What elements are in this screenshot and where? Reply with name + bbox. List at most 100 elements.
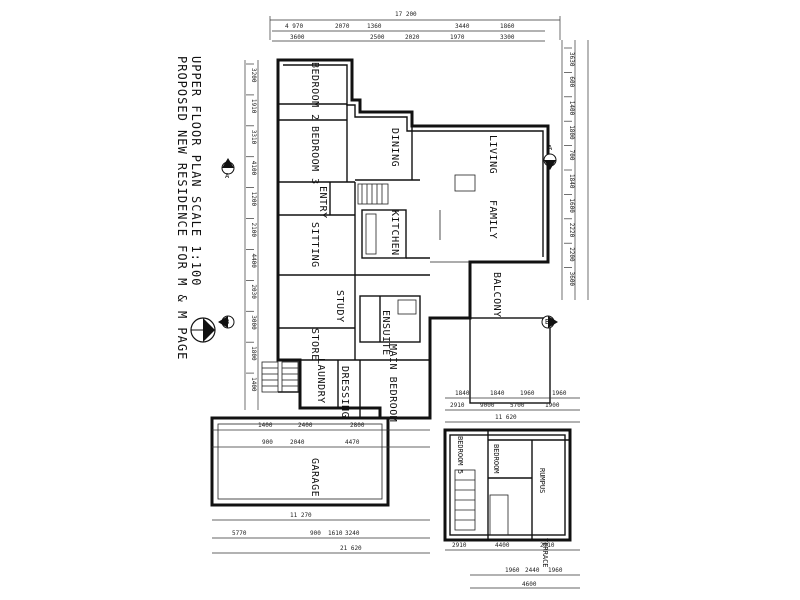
room-study: STUDY <box>334 290 345 323</box>
room-family: FAMILY <box>487 200 498 239</box>
dim-bottom-row1-0: 11 270 <box>290 512 312 519</box>
dim-bottom-row2-3: 3240 <box>345 530 360 537</box>
section-label-b-right: B <box>545 318 549 326</box>
room-dressing: DRESSING <box>339 366 350 418</box>
dim-left-label: 1400 <box>250 377 257 392</box>
room-terrace: TERRACE <box>541 538 549 568</box>
dim-left-label: 1910 <box>250 99 257 114</box>
section-label-a-bottom: A <box>548 144 553 152</box>
dim-right-label: 3600 <box>568 272 575 287</box>
dim-left-label: 4100 <box>250 161 257 176</box>
dim-garage-row1-1: 2400 <box>298 422 313 429</box>
right-dimensions: 3630 600 1400 1800 700 1840 1600 2220 2200 3600 <box>561 40 589 300</box>
dim-top-row1-3: 3440 <box>455 23 470 30</box>
section-marker-a-bottom: A <box>543 144 557 170</box>
room-bedroom-3: BEDROOM 3 <box>309 126 320 185</box>
room-bedroom-2: BEDROOM 2 <box>309 62 320 121</box>
north-arrow-icon <box>190 317 216 343</box>
room-main-bedroom: MAIN BEDROOM <box>387 344 398 422</box>
dim-top-row1-0: 4 970 <box>285 23 303 30</box>
dim-bottom-row2-2: 1610 <box>328 530 343 537</box>
dim-top-row2-3: 1970 <box>450 34 465 41</box>
dim-bottom-row2-1: 900 <box>310 530 321 537</box>
top-dimensions: 17 200 4 970 2070 1360 3440 1860 3600 25… <box>269 11 561 42</box>
dim-top-row2-4: 3300 <box>500 34 515 41</box>
dim-annex-bottom2-2: 1960 <box>548 567 563 574</box>
dim-garage-row1-2: 2800 <box>350 422 365 429</box>
dim-annex-row2-3: 1900 <box>545 402 560 409</box>
section-label-a-top: A <box>225 172 230 180</box>
drawing-title: UPPER FLOOR PLAN <box>189 56 203 188</box>
dim-annex-bottom2-1: 2440 <box>525 567 540 574</box>
annex-dimensions: 1840 1840 1960 1960 2910 9000 5700 1900 … <box>445 390 580 589</box>
dim-right-label: 1840 <box>568 174 575 189</box>
room-bedroom-4: BEDROOM <box>492 444 500 474</box>
room-ensuite: ENSUITE <box>380 310 391 356</box>
dim-annex-top-0: 1840 <box>455 390 470 397</box>
dim-top-row2-2: 2020 <box>405 34 420 41</box>
dim-left-label: 2100 <box>250 223 257 238</box>
dim-right-label: 2200 <box>568 247 575 262</box>
dim-annex-row2-1: 9000 <box>480 402 495 409</box>
room-laundry: LAUNDRY <box>315 358 326 404</box>
dim-garage-row2-1: 2040 <box>290 439 305 446</box>
dim-bottom-row2-0: 5770 <box>232 530 247 537</box>
dim-left-label: 3310 <box>250 130 257 145</box>
dim-annex-top-2: 1960 <box>520 390 535 397</box>
dim-right-label: 3630 <box>568 52 575 67</box>
room-sitting: SITTING <box>309 222 320 268</box>
balcony-outline <box>469 317 551 404</box>
dim-annex-bottom2-0: 1960 <box>505 567 520 574</box>
dim-garage-row2-2: 4470 <box>345 439 360 446</box>
dim-top-row2-0: 3600 <box>290 34 305 41</box>
dim-top-total: 17 200 <box>395 11 417 18</box>
section-marker-b-right: B <box>541 315 558 329</box>
room-bedroom-5: BEDROOM 5 <box>456 436 464 474</box>
room-entry: ENTRY <box>317 186 328 219</box>
room-living: LIVING <box>487 135 498 174</box>
dim-top-row1-1: 2070 <box>335 23 350 30</box>
dim-left-label: 3000 <box>250 315 257 330</box>
room-kitchen: KITCHEN <box>389 210 400 256</box>
bottom-dimensions: 11 270 5770 900 1610 3240 21 620 <box>212 512 430 554</box>
section-marker-a-top: A <box>221 158 235 180</box>
dim-left-label: 1800 <box>250 346 257 361</box>
left-dimensions: 3200191033104100120021004400203030001800… <box>244 60 259 410</box>
dim-annex-top-1: 1840 <box>490 390 505 397</box>
dim-right-label: 600 <box>568 76 575 87</box>
dim-right-label: 1600 <box>568 198 575 213</box>
drawing-scale: SCALE 1:100 <box>189 196 203 286</box>
dim-garage-row1-0: 1400 <box>258 422 273 429</box>
project-title: PROPOSED NEW RESIDENCE FOR M & M PAGE <box>175 56 189 360</box>
main-house-walls <box>276 58 550 420</box>
room-balcony: BALCONY <box>491 272 502 318</box>
dim-left-label: 3200 <box>250 68 257 83</box>
dim-annex-top-3: 1960 <box>552 390 567 397</box>
dim-left-label: 4400 <box>250 253 257 268</box>
stair-runs <box>261 361 299 393</box>
room-store: STORE <box>309 328 320 361</box>
dim-right-label: 2220 <box>568 223 575 238</box>
dim-annex-bottom-total: 4600 <box>522 581 537 588</box>
dim-annex-bottom-1: 4400 <box>495 542 510 549</box>
dim-top-row1-4: 1860 <box>500 23 515 30</box>
dim-annex-row2-0: 2910 <box>450 402 465 409</box>
garage-dimensions: 1400 2400 2800 900 2040 4470 <box>212 422 430 448</box>
dim-annex-row2-2: 5700 <box>510 402 525 409</box>
dim-right-label: 1800 <box>568 125 575 140</box>
annex-walls <box>443 428 572 542</box>
dim-top-row2-1: 2500 <box>370 34 385 41</box>
title-block: PROPOSED NEW RESIDENCE FOR M & M PAGE UP… <box>175 56 203 360</box>
dim-right-label: 700 <box>568 150 575 161</box>
dim-left-label: 1200 <box>250 192 257 207</box>
section-label-b-left: B <box>225 318 229 326</box>
dim-top-row1-2: 1360 <box>367 23 382 30</box>
dim-garage-row2-0: 900 <box>262 439 273 446</box>
section-marker-b-left: B <box>218 315 235 329</box>
dim-annex-bottom-0: 2910 <box>452 542 467 549</box>
dim-right-label: 1400 <box>568 101 575 116</box>
dim-annex-total: 11 620 <box>495 414 517 421</box>
room-dining: DINING <box>389 128 400 167</box>
dim-annex-bottom-2: 2910 <box>540 542 555 549</box>
